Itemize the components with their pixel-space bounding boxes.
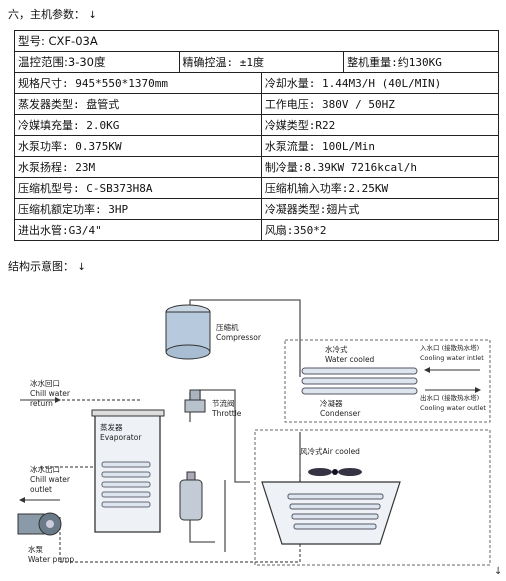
compressor-label-cn: 压缩机 [216, 322, 239, 332]
fan-icon [308, 468, 362, 476]
evaporator-label-en: Evaporator [100, 433, 142, 442]
spec-row: 蒸发器类型: 盘管式工作电压: 380V / 50HZ [14, 93, 500, 115]
evaporator-coil [101, 461, 151, 508]
spec-cell: 水泵功率: 0.375KW [14, 135, 262, 157]
compressor [165, 304, 211, 360]
spec-cell: 型号: CXF-03A [14, 30, 499, 52]
spec-cell: 精确控温: ±1度 [178, 51, 345, 73]
evaporator-label-cn: 蒸发器 [100, 422, 123, 432]
chill-outlet-label-en1: Chill water [30, 475, 71, 484]
spec-cell: 压缩机额定功率: 3HP [14, 198, 262, 220]
chill-return-label-en1: Chill water [30, 389, 71, 398]
spec-cell: 压缩机型号: C-SB373H8A [14, 177, 262, 199]
spec-cell: 冷媒填充量: 2.0KG [14, 114, 262, 136]
structure-diagram: 压缩机 Compressor 蒸发器 Evaporator 冰水回口 Chill… [17, 299, 491, 566]
chill-return-label-en2: return [30, 399, 53, 408]
spec-cell: 压缩机输入功率:2.25KW [260, 177, 500, 199]
spec-cell: 蒸发器类型: 盘管式 [14, 93, 262, 115]
throttle-valve [184, 389, 206, 413]
chill-return-label-cn: 冰水回口 [30, 378, 60, 388]
air-cooled-condenser [261, 481, 401, 545]
spec-row: 型号: CXF-03A [14, 30, 499, 52]
spec-cell: 冷凝器类型:翅片式 [260, 198, 500, 220]
chill-outlet-label-en2: outlet [30, 485, 52, 494]
cw-inlet-label-cn: 入水口 (接散热水塔) [420, 343, 479, 352]
spec-cell: 温控范围:3-30度 [14, 51, 180, 73]
spec-cell: 水泵扬程: 23M [14, 156, 262, 178]
water-cooled-box [284, 339, 491, 423]
spec-cell: 水泵流量: 100L/Min [260, 135, 500, 157]
end-marker: ↓ [494, 566, 503, 577]
condenser-label-en: Condenser [320, 409, 361, 418]
cw-inlet-label-en: Cooling water intlet [420, 354, 484, 362]
structure-heading: 结构示意图： ↓ [8, 260, 86, 273]
spec-cell: 冷却水量: 1.44M3/H (40L/MIN) [260, 72, 500, 94]
spec-cell: 冷媒类型:R22 [260, 114, 500, 136]
pump-label-en: Water pump [28, 555, 74, 564]
water-cooled-label-en: Water cooled [325, 355, 375, 364]
water-cooled-label-cn: 水冷式 [325, 344, 348, 354]
air-condenser-coil [287, 493, 384, 530]
condenser-label-cn: 冷凝器 [320, 398, 343, 408]
chill-outlet-label-cn: 冰水出口 [30, 464, 60, 474]
spec-cell: 进出水管:G3/4" [14, 219, 262, 241]
air-cooled-box [254, 429, 491, 566]
spec-cell: 工作电压: 380V / 50HZ [260, 93, 500, 115]
throttle-label-cn: 节流阀 [212, 398, 235, 408]
cw-outlet-label-cn: 出水口 (接散热水塔) [420, 393, 479, 402]
spec-cell: 整机重量:约130KG [343, 51, 499, 73]
spec-cell: 规格尺寸: 945*550*1370mm [14, 72, 262, 94]
condenser-coil [301, 367, 418, 395]
spec-cell: 制冷量:8.39KW 7216kcal/h [260, 156, 500, 178]
pump-label-cn: 水泵 [28, 544, 43, 554]
cw-outlet-label-en: Cooling water outlet [420, 404, 486, 412]
water-pump [17, 512, 62, 536]
spec-row: 进出水管:G3/4"风扇:350*2 [14, 219, 500, 241]
water-pipes [40, 399, 301, 563]
section-heading: 六，主机参数： ↓ [8, 8, 97, 21]
throttle-label-en: Throttle [211, 409, 242, 418]
filter-drier [179, 471, 203, 521]
compressor-label-en: Compressor [216, 333, 262, 342]
spec-cell: 风扇:350*2 [260, 219, 500, 241]
air-cooled-label: 风冷式Air cooled [300, 446, 360, 456]
spec-row: 温控范围:3-30度精确控温: ±1度整机重量:约130KG [14, 51, 499, 73]
